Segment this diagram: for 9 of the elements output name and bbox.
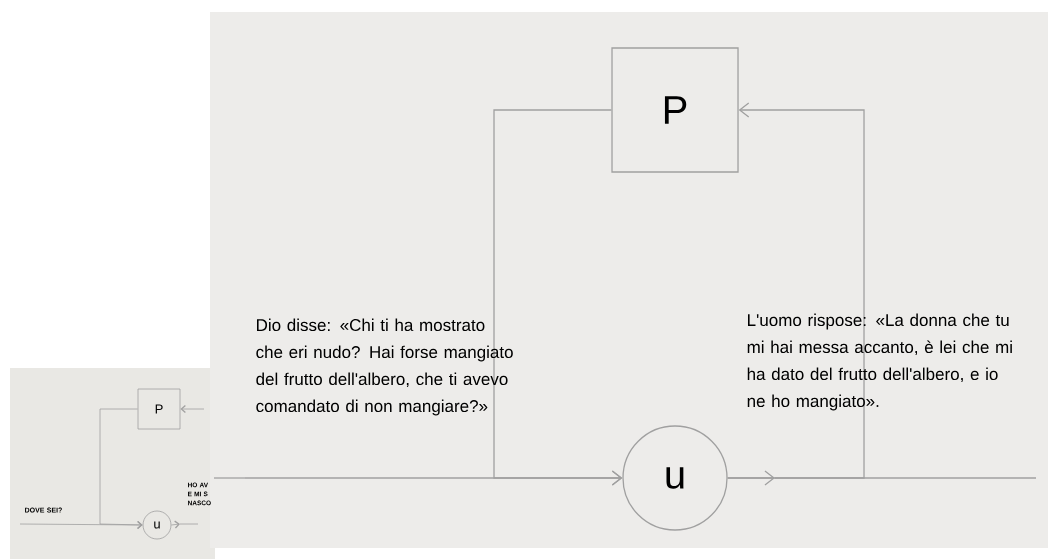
block-box: P [611,47,739,173]
arrow [180,404,205,414]
arrow [493,109,623,486]
caption-text: Dio disse: «Chi ti ha mostrato che eri nudo? Hai forse mangiato del frutto dell'albero, che ti avevo comandato di non mangiare?» [256,318,513,416]
block-box: P [137,388,181,430]
arrow [171,520,180,529]
caption-text: L'uomo rispose: «La donna che tu mi hai messa accanto, è lei che mi ha dato del frutto dell'albero, e io ne ho mangiato». [747,313,1012,411]
arrow [727,102,865,479]
arrow [99,408,143,530]
